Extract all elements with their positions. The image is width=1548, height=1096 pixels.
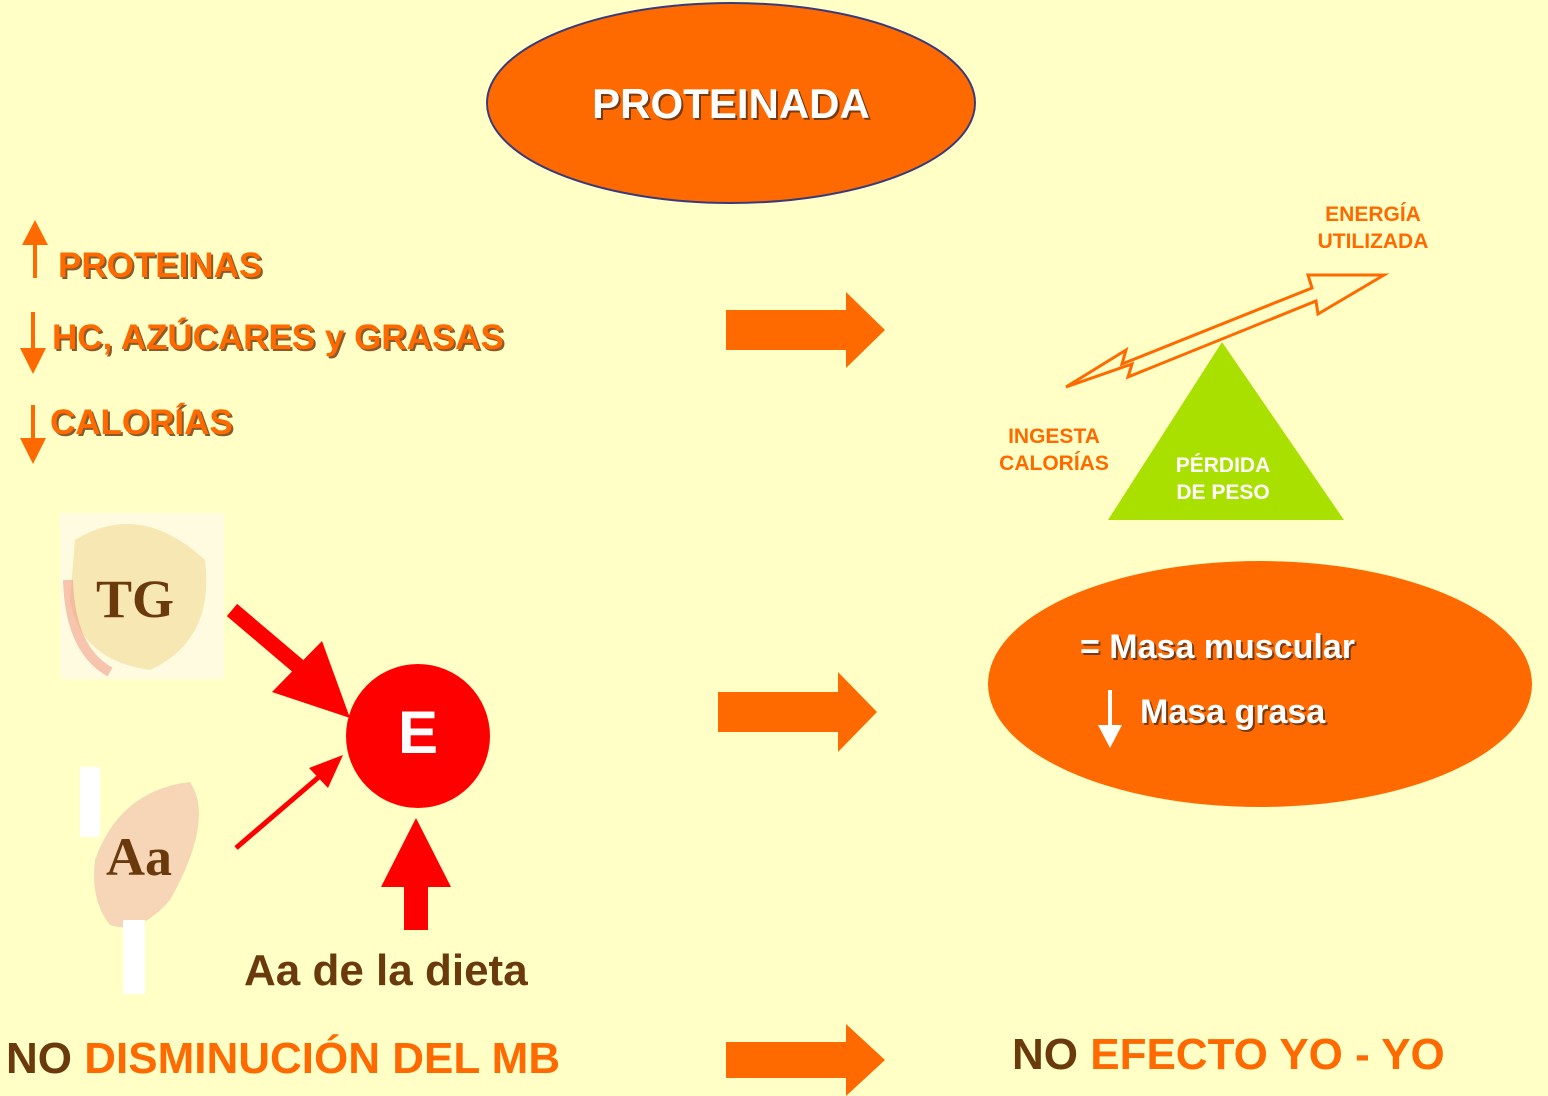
- arrow-down-icon: [20, 405, 46, 464]
- balance-double-arrow-icon: [1065, 273, 1390, 389]
- list-item-calorias: CALORÍAS: [50, 403, 233, 442]
- fat-tissue-image: [60, 513, 224, 679]
- title: PROTEINADA: [592, 80, 870, 127]
- bottom-right-text: EFECTO YO - YO: [1090, 1030, 1445, 1079]
- arrow-tg-to-e-icon: [226, 603, 350, 718]
- result-ellipse: [988, 561, 1532, 807]
- list-item-proteinas: PROTEINAS: [58, 246, 263, 285]
- diet-label: Aa de la dieta: [244, 946, 528, 995]
- arrow-diet-to-e-icon: [381, 818, 451, 930]
- arrow-down-icon: [20, 312, 46, 374]
- arrow-right-icon: [726, 292, 885, 368]
- arrow-down-icon: [1098, 690, 1122, 748]
- list-item-hc: HC, AZÚCARES y GRASAS: [52, 318, 504, 357]
- arrow-right-icon: [726, 1024, 885, 1096]
- bottom-left-statement: NO DISMINUCIÓN DEL MB: [6, 1034, 560, 1084]
- bottom-right-prefix: NO: [1012, 1030, 1078, 1079]
- bottom-right-statement: NO EFECTO YO - YO: [1012, 1030, 1445, 1080]
- aa-label: Aa: [106, 827, 172, 887]
- result-line-fat: Masa grasa: [1140, 693, 1326, 731]
- arrow-right-icon: [718, 672, 877, 752]
- bottom-left-prefix: NO: [6, 1034, 72, 1083]
- muscle-tissue-image: [80, 767, 199, 994]
- arrow-aa-to-e-icon: [234, 755, 343, 850]
- arrow-up-icon: [22, 220, 48, 278]
- tg-label: TG: [96, 569, 175, 629]
- title-ellipse: [486, 2, 976, 204]
- result-line-muscle: = Masa muscular: [1080, 628, 1355, 666]
- weight-loss-triangle: [1108, 342, 1344, 520]
- bottom-left-text: DISMINUCIÓN DEL MB: [84, 1034, 561, 1083]
- energy-node: [346, 664, 490, 808]
- energy-node-label: E: [397, 699, 439, 766]
